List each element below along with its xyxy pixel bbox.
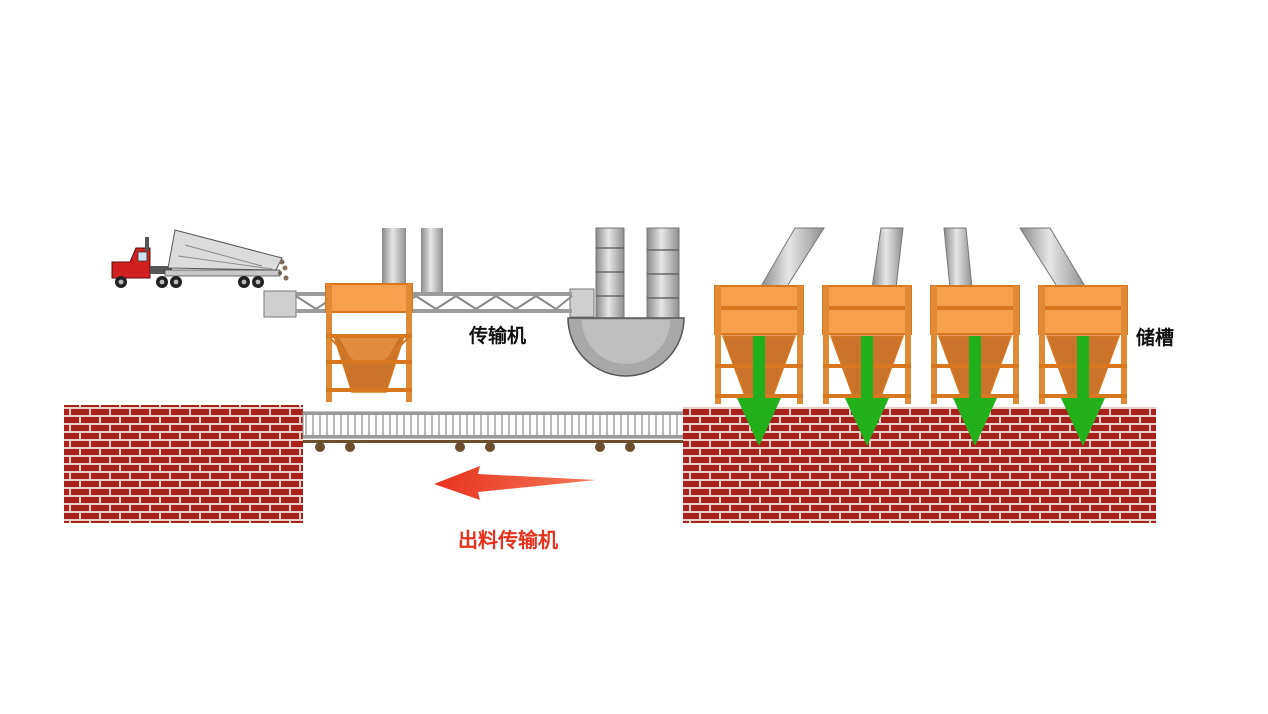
dump-truck-icon bbox=[111, 229, 289, 288]
storage-silos-label: 储槽 bbox=[1136, 327, 1175, 349]
discharge-conveyor-belt bbox=[302, 411, 685, 452]
down-arrow-icon bbox=[1061, 336, 1105, 446]
left-arrow-icon bbox=[434, 466, 596, 500]
truss-conveyor bbox=[263, 288, 595, 318]
feed-hopper bbox=[325, 283, 413, 402]
conveyor-label: 传输机 bbox=[469, 325, 527, 347]
brick-wall-left bbox=[64, 405, 303, 523]
down-arrow-icon bbox=[737, 336, 781, 446]
storage-silos bbox=[714, 285, 1128, 446]
storage-silo bbox=[714, 285, 804, 446]
storage-silo bbox=[1038, 285, 1128, 446]
down-arrow-icon bbox=[953, 336, 997, 446]
bucket-elevator bbox=[567, 227, 685, 377]
discharge-conveyor-label: 出料传输机 bbox=[458, 528, 558, 552]
vertical-pipes-left bbox=[382, 228, 443, 294]
silo-feed-pipes bbox=[759, 227, 1087, 289]
storage-silo bbox=[930, 285, 1020, 446]
storage-silo bbox=[822, 285, 912, 446]
down-arrow-icon bbox=[845, 336, 889, 446]
